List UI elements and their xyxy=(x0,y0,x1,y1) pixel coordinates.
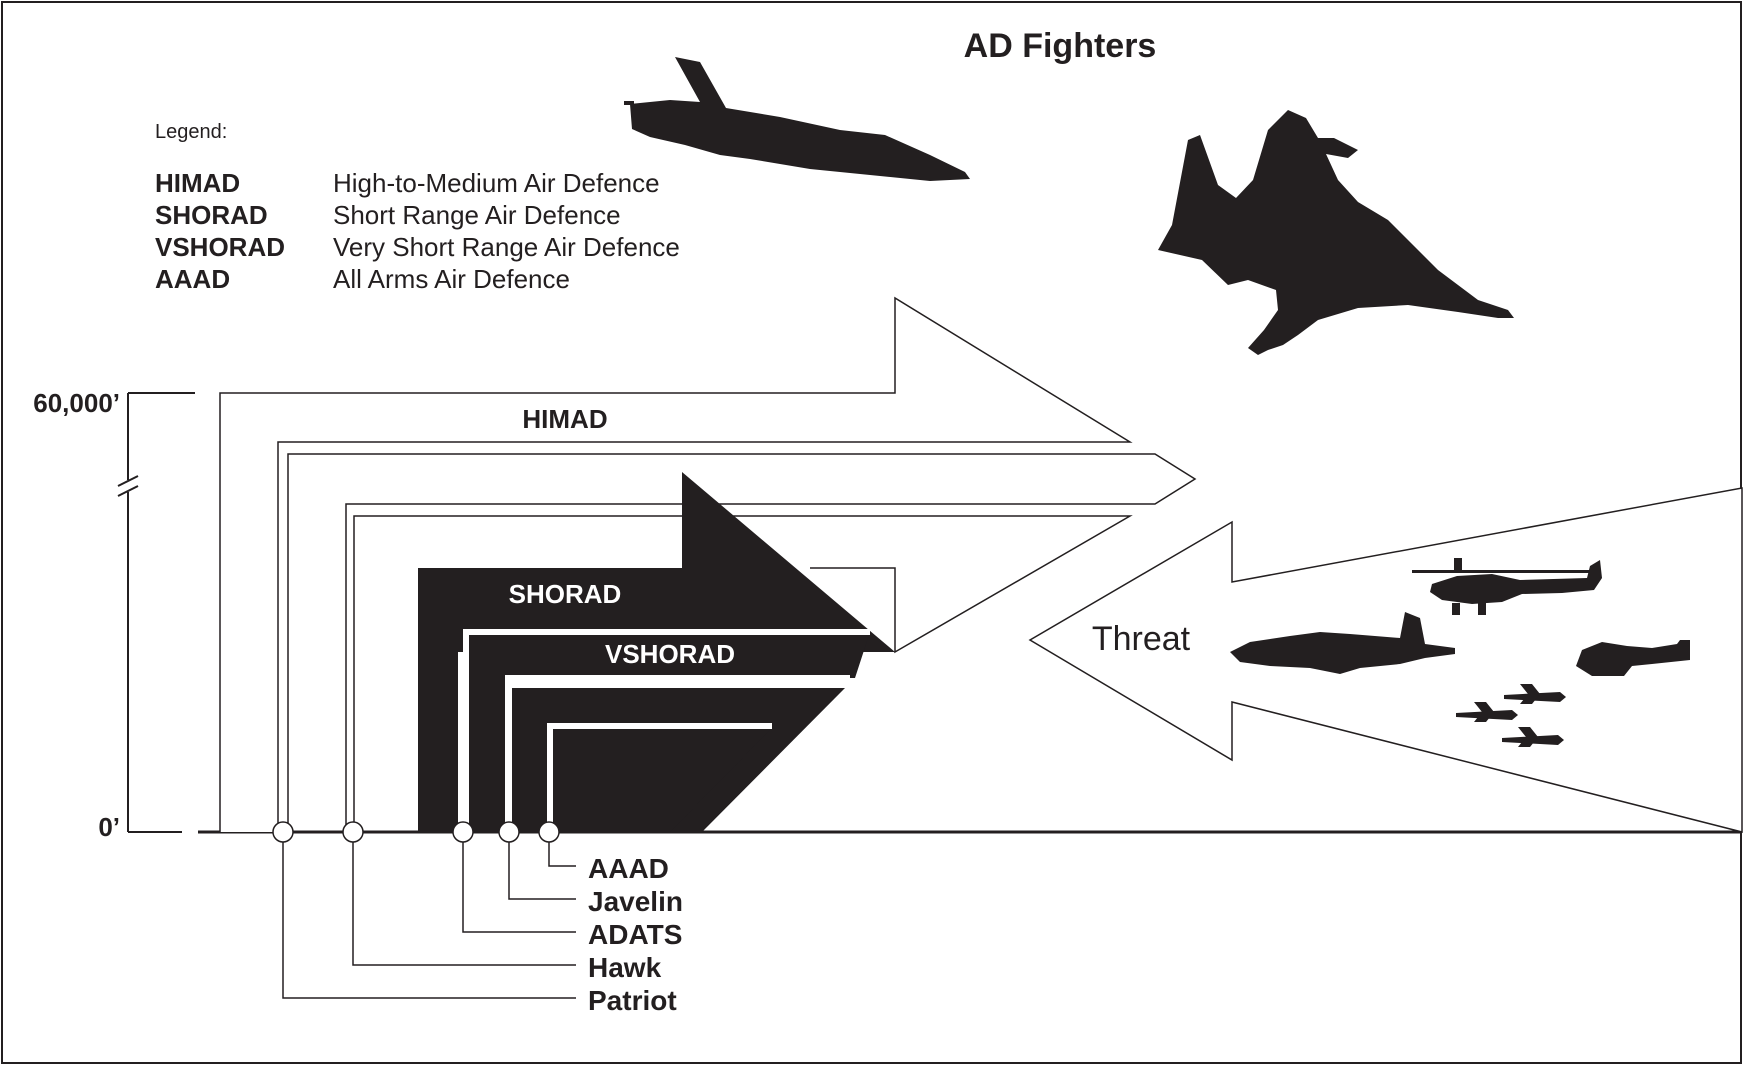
fighter-jet-icon xyxy=(624,57,970,181)
drone-icon xyxy=(1576,640,1690,676)
adats-marker xyxy=(452,821,474,843)
vshorad-label: VSHORAD xyxy=(605,639,735,669)
altitude-bottom-label: 0’ xyxy=(98,812,120,842)
legend-abbr-aaad: AAAD xyxy=(155,264,230,294)
system-label-javelin: Javelin xyxy=(588,886,683,917)
attack-helicopter-icon xyxy=(1412,558,1602,615)
threat-label: Threat xyxy=(1092,620,1191,658)
system-label-aaad: AAAD xyxy=(588,853,669,884)
himad-label: HIMAD xyxy=(522,404,607,434)
hawk-envelope-arrow xyxy=(287,453,1197,832)
legend-meaning-himad: High-to-Medium Air Defence xyxy=(333,168,660,198)
legend-abbr-himad: HIMAD xyxy=(155,168,240,198)
fighter-jet-icon xyxy=(1230,612,1455,674)
legend-abbr-shorad: SHORAD xyxy=(155,200,268,230)
aaad-marker xyxy=(538,821,560,843)
system-markers xyxy=(272,821,560,843)
system-leader-lines xyxy=(282,842,576,999)
diagram-title: AD Fighters xyxy=(964,27,1157,65)
patriot-marker xyxy=(272,821,294,843)
altitude-top-label: 60,000’ xyxy=(33,388,120,418)
system-label-patriot: Patriot xyxy=(588,985,677,1016)
himad-lower-outline xyxy=(353,515,1133,832)
missile-icon xyxy=(1456,684,1566,747)
system-label-hawk: Hawk xyxy=(588,952,662,983)
legend-abbr-vshorad: VSHORAD xyxy=(155,232,285,262)
legend-meaning-vshorad: Very Short Range Air Defence xyxy=(333,232,680,262)
patriot-envelope-arrow xyxy=(219,296,1133,832)
fighter-jet-icon xyxy=(1158,110,1514,355)
shorad-label: SHORAD xyxy=(509,579,622,609)
hawk-marker xyxy=(342,821,364,843)
legend-meaning-aaad: All Arms Air Defence xyxy=(333,264,570,294)
axis-break-mark xyxy=(117,475,139,487)
legend-meaning-shorad: Short Range Air Defence xyxy=(333,200,621,230)
legend: Legend: HIMAD High-to-Medium Air Defence… xyxy=(155,121,680,294)
altitude-axis: 60,000’ 0’ xyxy=(33,388,195,842)
legend-heading: Legend: xyxy=(155,121,227,143)
javelin-marker xyxy=(498,821,520,843)
aaad-band xyxy=(554,730,770,832)
system-label-adats: ADATS xyxy=(588,919,682,950)
